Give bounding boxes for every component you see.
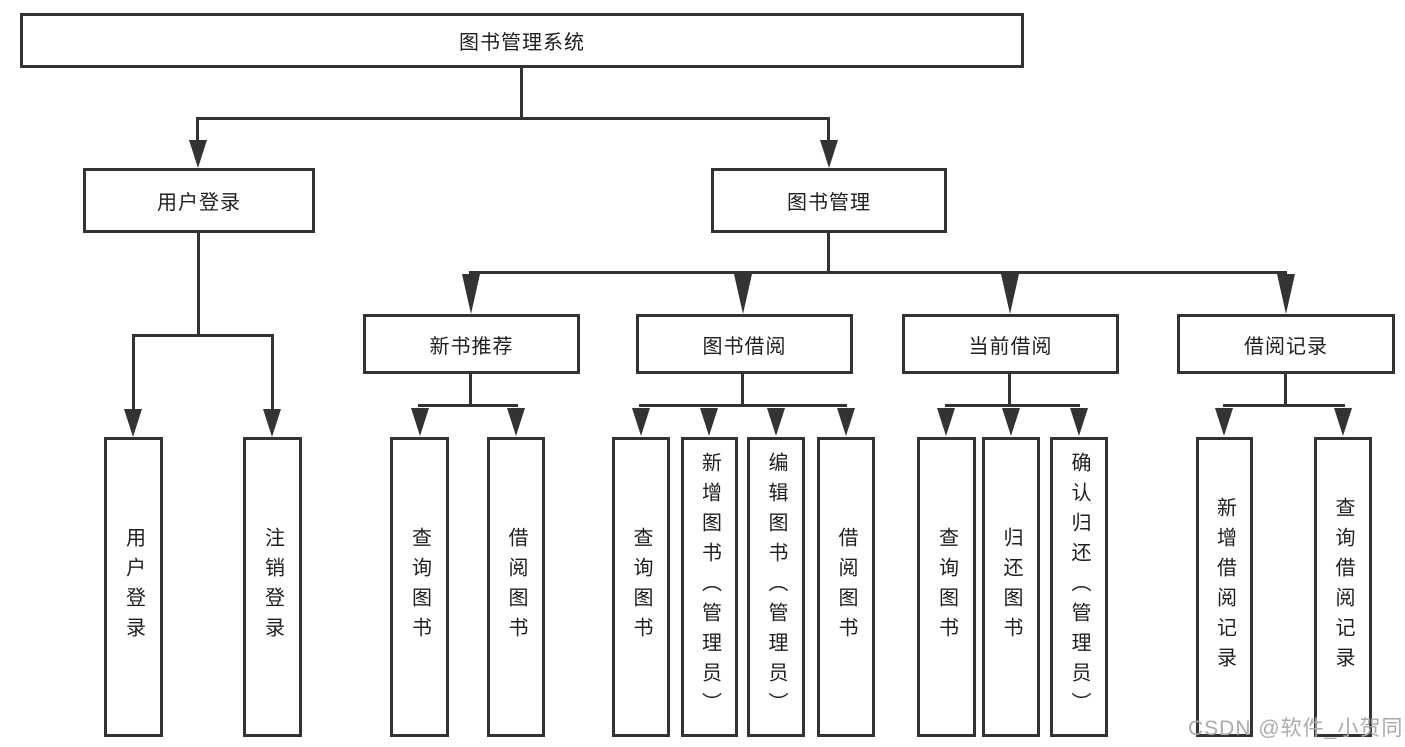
leaf-logout: 注销登录 [243,437,302,737]
node-root-label: 图书管理系统 [459,32,585,54]
leaf-return-books-label: 归还图书 [1000,527,1022,647]
connector-new-book-recommend-splitter [418,404,518,407]
node-root: 图书管理系统 [20,13,1024,68]
arrow-down-leaf [1002,408,1020,436]
leaf-add-borrow-record: 新增借阅记录 [1196,437,1253,737]
leaf-return-books: 归还图书 [982,437,1040,737]
arrow-down-current-borrow [1001,274,1019,314]
leaf-edit-book-admin-label: 编辑图书（管理员） [765,452,787,722]
arrow-down-leaf [1070,408,1088,436]
node-new-book-recommend: 新书推荐 [363,314,580,374]
leaf-query-books-current-label: 查询图书 [935,527,958,647]
arrow-down-leaf-logout [263,409,281,437]
leaf-add-book-admin: 新增图书（管理员） [681,437,738,737]
arrow-down-leaf [411,408,429,436]
node-book-management-label: 图书管理 [787,192,871,214]
leaf-query-books-recommend-label: 查询图书 [408,527,431,647]
connector-book-management-splitter [469,271,1287,274]
node-user-login-label: 用户登录 [157,192,241,214]
node-current-borrow: 当前借阅 [902,314,1119,374]
node-current-borrow-label: 当前借阅 [968,335,1053,358]
node-book-borrow-label: 图书借阅 [702,335,787,358]
connector-drop-book-management [827,117,830,143]
arrow-down-leaf [937,408,955,436]
leaf-borrow-books-borrow: 借阅图书 [817,437,875,737]
connector-book-management-stem [827,233,830,274]
arrow-down-book-borrow [734,274,752,314]
leaf-query-books-borrow: 查询图书 [612,437,670,737]
node-borrow-records-label: 借阅记录 [1244,335,1328,358]
connector-drop-leaf-login [132,334,135,412]
connector-current-borrow-splitter [945,404,1080,407]
arrow-down-book-management [820,140,838,168]
leaf-borrow-books-recommend-label: 借阅图书 [505,527,527,647]
connector-root-stem [520,68,523,118]
watermark: CSDN @软件_小贺同学 [1188,717,1405,740]
arrow-down-leaf [507,408,525,436]
connector-drop-user-login [196,117,199,143]
arrow-down-user-login [189,140,207,168]
leaf-borrow-books-recommend: 借阅图书 [487,437,545,737]
leaf-user-login: 用户登录 [104,437,163,737]
leaf-logout-label: 注销登录 [261,527,284,647]
connector-current-borrow-stem [1008,374,1011,407]
leaf-borrow-books-borrow-label: 借阅图书 [835,527,857,647]
node-user-login: 用户登录 [83,168,315,233]
arrow-down-leaf [837,408,855,436]
leaf-confirm-return-admin: 确认归还（管理员） [1050,437,1108,737]
arrow-down-leaf [632,408,650,436]
leaf-add-book-admin-label: 新增图书（管理员） [698,452,721,722]
connector-user-login-stem [197,233,200,335]
connector-user-login-splitter [132,334,274,337]
connector-book-borrow-stem [741,374,744,407]
leaf-query-borrow-record-label: 查询借阅记录 [1332,497,1354,677]
arrow-down-leaf-login [124,409,142,437]
arrow-down-borrow-records [1277,274,1295,314]
arrow-down-new-book-recommend [462,274,480,314]
leaf-confirm-return-admin-label: 确认归还（管理员） [1068,452,1090,722]
leaf-query-books-borrow-label: 查询图书 [630,527,652,647]
leaf-edit-book-admin: 编辑图书（管理员） [747,437,805,737]
connector-borrow-records-stem [1284,374,1287,407]
leaf-user-login-label: 用户登录 [122,527,145,647]
node-new-book-recommend-label: 新书推荐 [429,335,514,358]
connector-book-borrow-splitter [639,404,847,407]
leaf-add-borrow-record-label: 新增借阅记录 [1213,497,1236,677]
leaf-query-books-current: 查询图书 [917,437,976,737]
arrow-down-leaf [1334,408,1352,436]
leaf-query-borrow-record: 查询借阅记录 [1314,437,1372,737]
arrow-down-leaf [1215,408,1233,436]
arrow-down-leaf [767,408,785,436]
leaf-query-books-recommend: 查询图书 [390,437,449,737]
connector-borrow-records-splitter [1223,404,1345,407]
node-book-management: 图书管理 [711,168,947,233]
connector-root-splitter [196,117,830,120]
node-borrow-records: 借阅记录 [1177,314,1395,374]
connector-new-book-recommend-stem [469,374,472,407]
arrow-down-leaf [700,408,718,436]
node-book-borrow: 图书借阅 [636,314,853,374]
connector-drop-leaf-logout [271,334,274,412]
